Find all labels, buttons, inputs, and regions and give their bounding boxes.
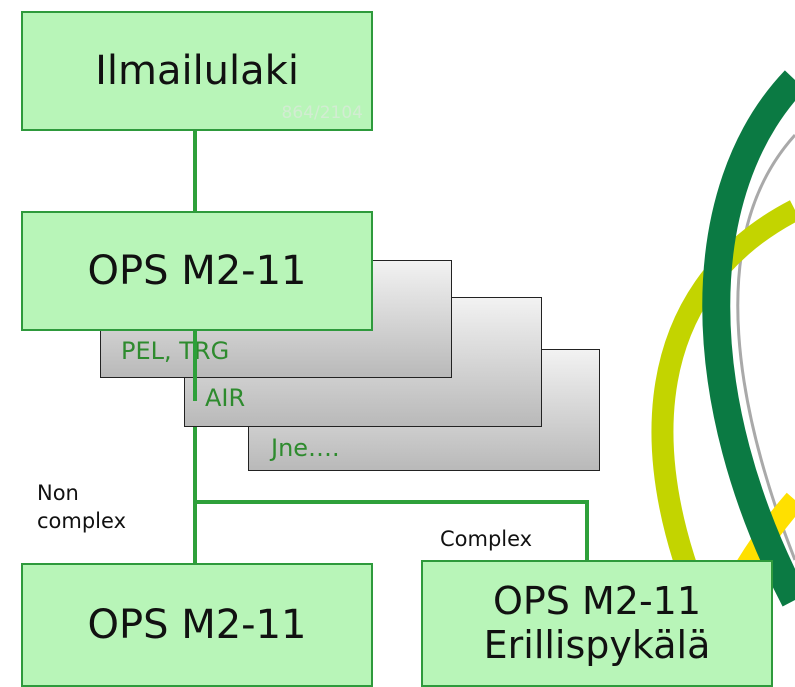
node-erillispykala-line2: Erillispykälä [483, 622, 711, 667]
stack-card-1-label: PEL, TRG [121, 337, 230, 365]
node-ilmailulaki-title: Ilmailulaki [95, 48, 299, 94]
ribbon-gray [736, 133, 795, 561]
stack-card-2-label: AIR [205, 384, 246, 412]
node-ops-m2-11-title: OPS M2-11 [87, 248, 307, 294]
node-ops-m2-11-noncomplex-title: OPS M2-11 [87, 602, 307, 648]
node-erillispykala-line1: OPS M2-11 [492, 578, 702, 623]
connector-branch-horizontal [193, 500, 589, 504]
stack-card-3-label: Jne…. [271, 434, 340, 462]
connector-top-mid [193, 131, 197, 211]
label-non-complex: Non complex [37, 479, 126, 536]
node-ops-m2-11-erillispykala: OPS M2-11 Erillispykälä [421, 560, 773, 687]
connector-through-stack [193, 331, 197, 401]
ribbon-dark-green [702, 70, 795, 607]
node-ops-m2-11-noncomplex: OPS M2-11 [21, 563, 373, 687]
label-complex: Complex [440, 527, 533, 551]
node-ops-m2-11: OPS M2-11 [21, 211, 373, 331]
connector-right-down [585, 500, 589, 564]
node-ilmailulaki: Ilmailulaki 864/2104 [21, 11, 373, 131]
label-non-complex-line1: Non [37, 481, 79, 505]
node-ilmailulaki-subtitle: 864/2104 [281, 103, 363, 123]
connector-mid-branch [193, 331, 197, 563]
label-non-complex-line2: complex [37, 509, 126, 534]
